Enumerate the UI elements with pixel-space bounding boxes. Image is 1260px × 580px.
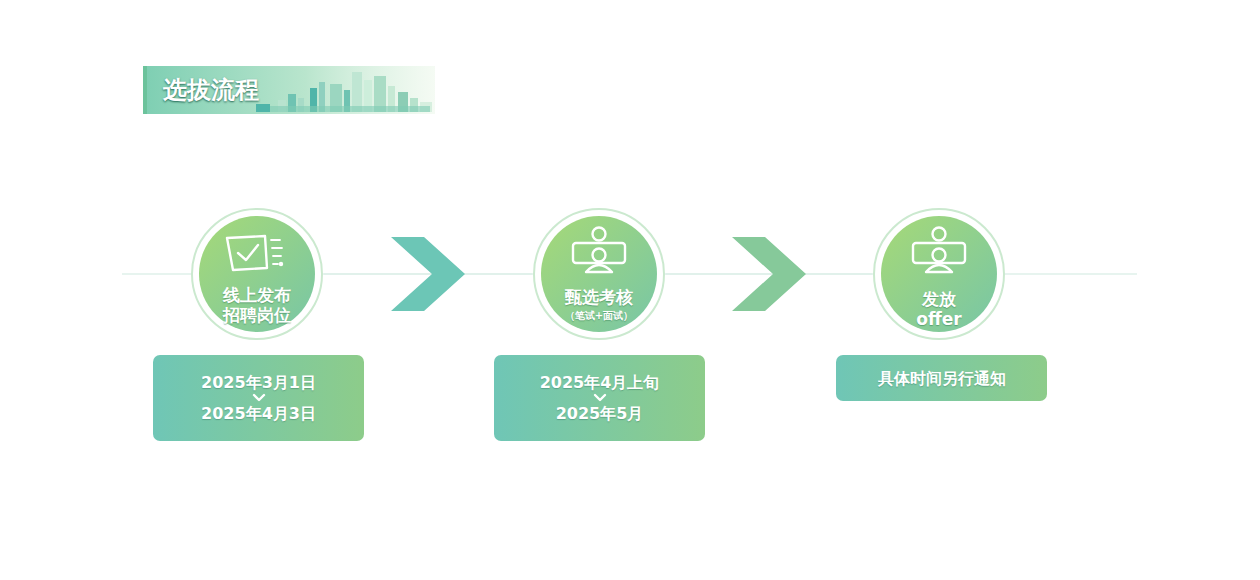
date-box: 2025年4月上旬 2025年5月: [494, 355, 705, 441]
date-box: 2025年3月1日 2025年4月3日: [153, 355, 364, 441]
person-icon: [913, 228, 965, 273]
flow-chevron: [324, 237, 532, 311]
step-label: 甄选考核: [560, 287, 638, 307]
date-text: 2025年3月1日: [201, 372, 316, 393]
step-circle: 发放offer: [872, 207, 1006, 341]
step-label: 发放offer: [900, 289, 978, 329]
down-chevron: [252, 393, 266, 403]
person-icon: [573, 228, 625, 273]
title-banner: [143, 66, 435, 114]
step-circle: 线上发布 招聘岗位: [190, 207, 324, 341]
city-skyline: [256, 72, 432, 112]
check-icon: [227, 236, 282, 270]
step-circle: 甄选考核 （笔试+面试）: [532, 207, 666, 341]
date-text: 2025年4月上旬: [540, 372, 660, 393]
flow-chevron: [666, 237, 872, 311]
step-label: 线上发布 招聘岗位: [218, 285, 296, 325]
date-box: 具体时间另行通知: [836, 355, 1047, 401]
down-chevron: [593, 393, 607, 403]
title: 选拔流程: [163, 74, 259, 106]
date-text: 2025年4月3日: [201, 403, 316, 424]
date-text: 具体时间另行通知: [878, 368, 1006, 389]
step-note: （笔试+面试）: [532, 309, 666, 322]
title-box: 选拔流程: [163, 74, 259, 106]
date-text: 2025年5月: [556, 403, 644, 424]
